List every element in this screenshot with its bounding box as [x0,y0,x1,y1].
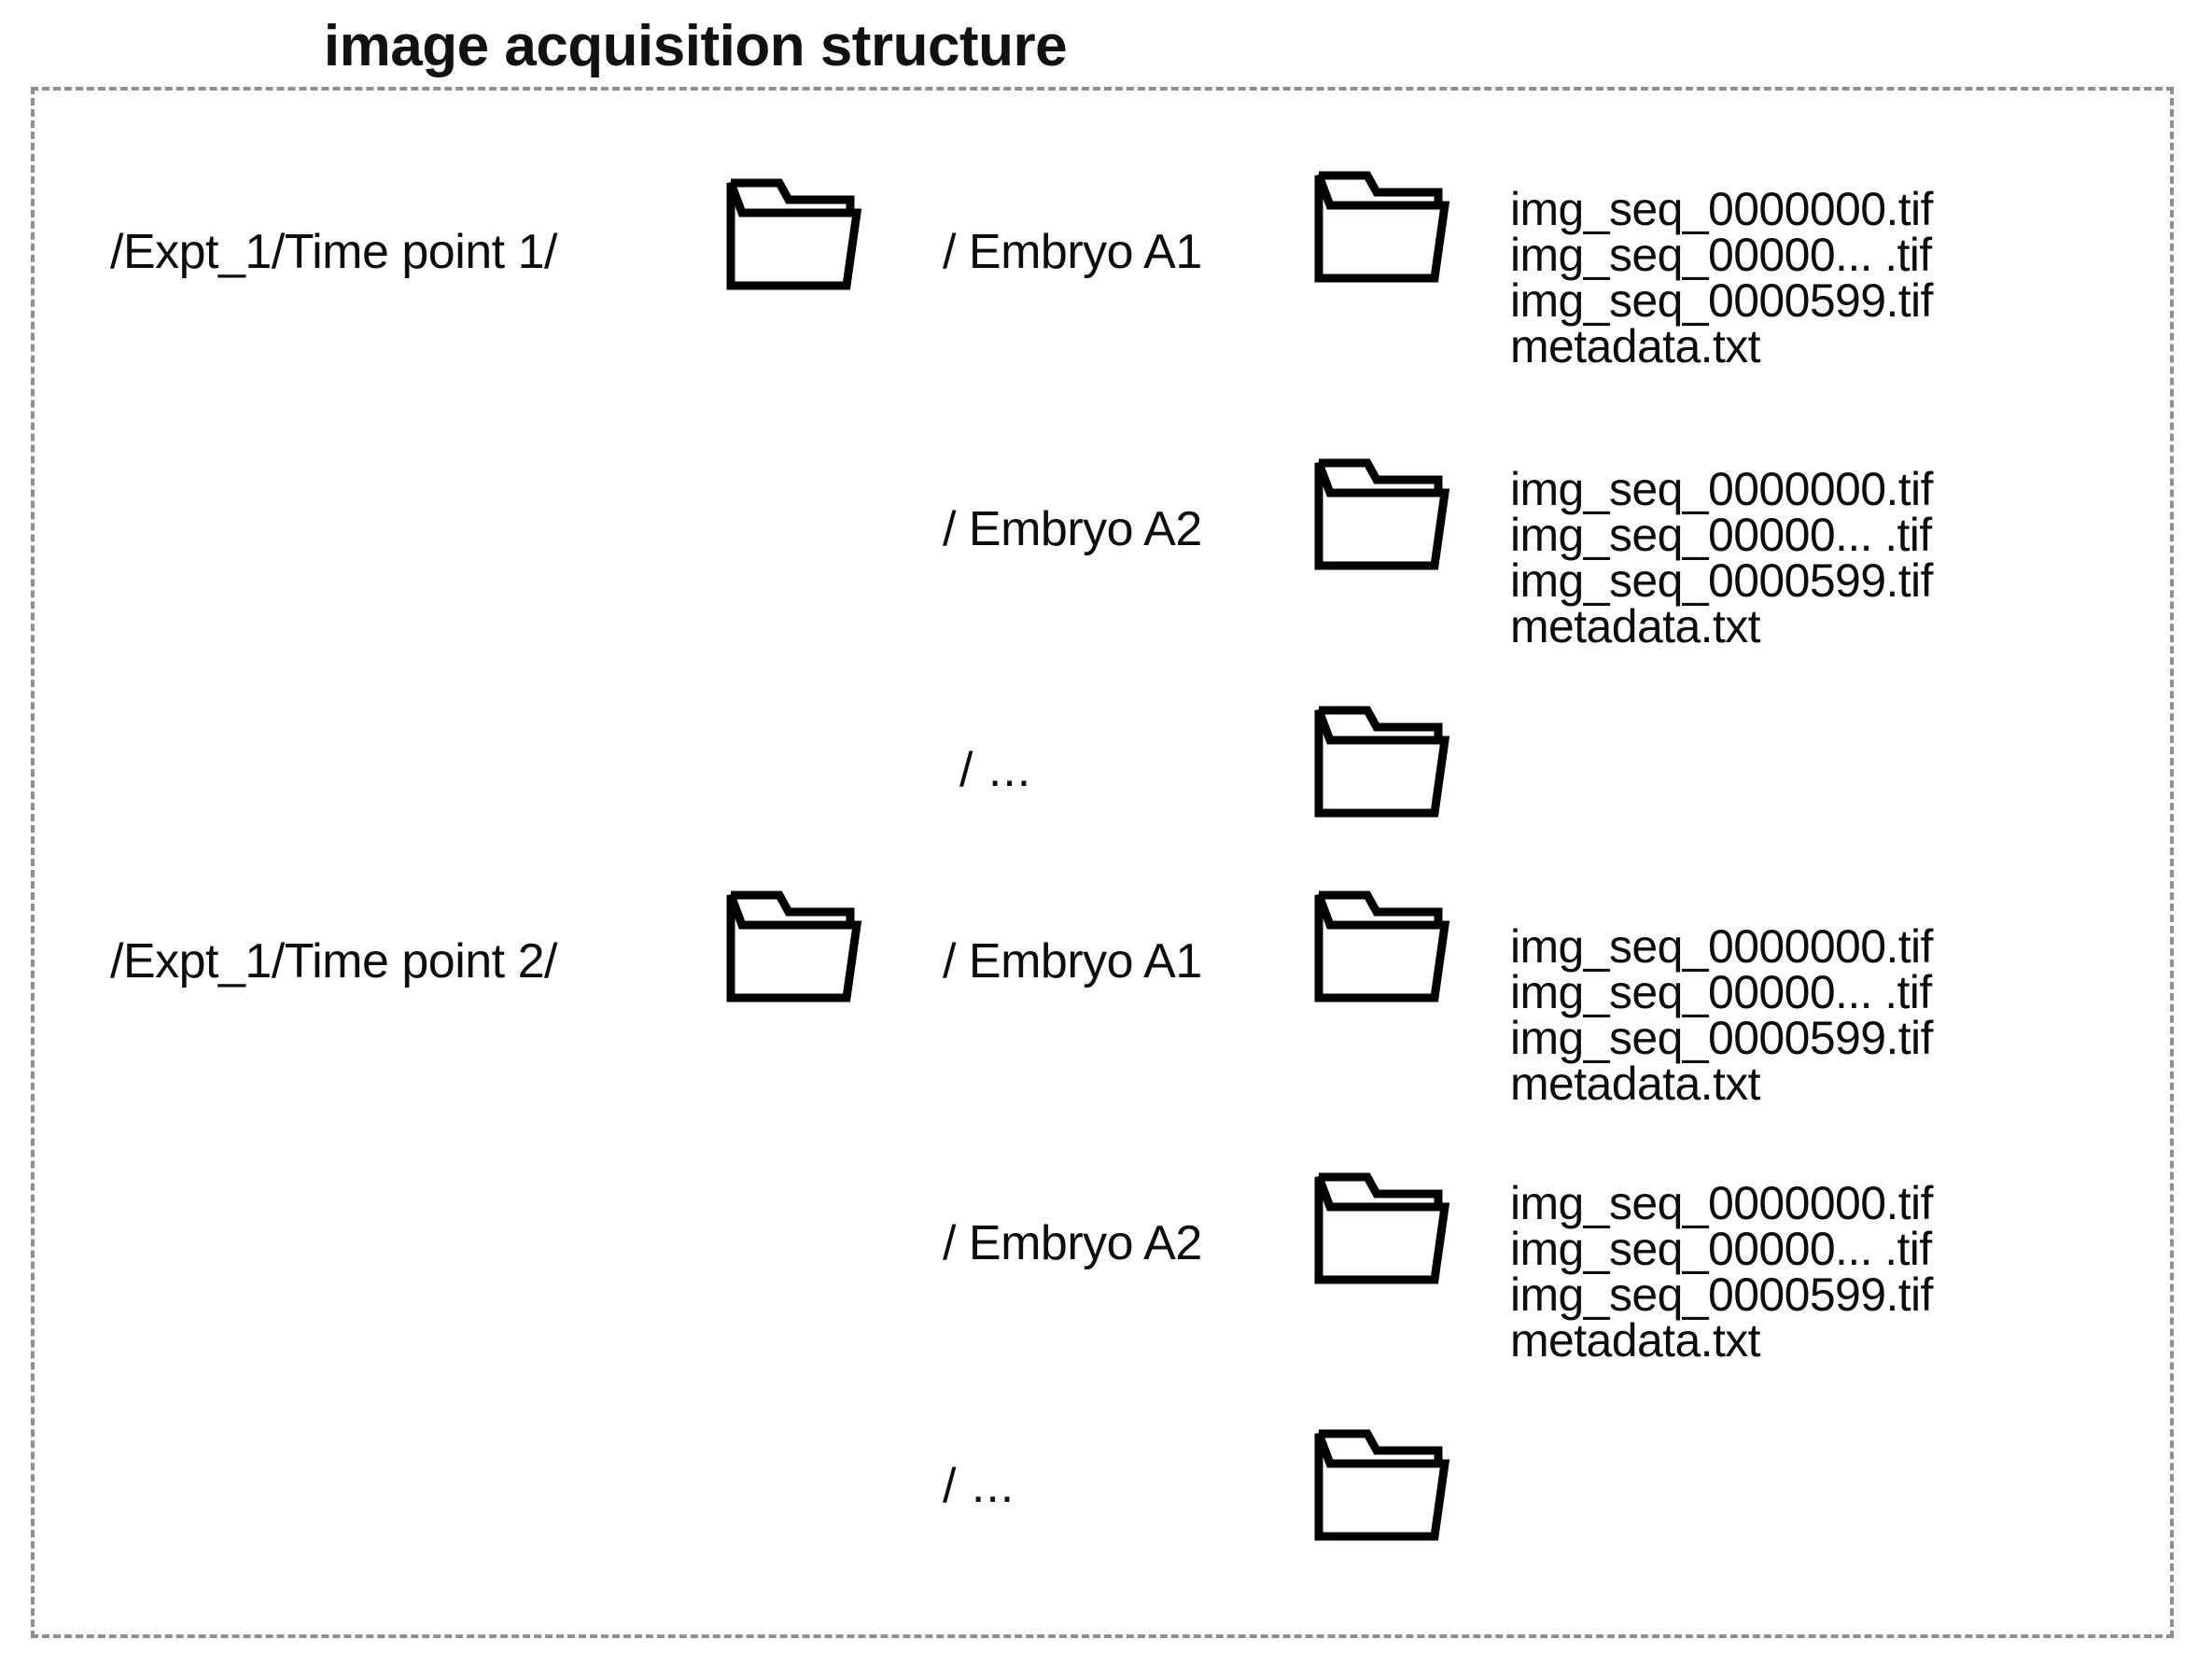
embryo-label-ellipsis: / ... [959,743,1032,797]
file-name: img_seq_0000000.tif [1510,463,1933,515]
folder-icon [1311,1428,1451,1548]
file-name: img_seq_0000000.tif [1510,920,1933,973]
file-list: img_seq_0000000.tif img_seq_00000... .ti… [1510,920,1933,1110]
file-name: img_seq_00000... .tif [1510,509,1932,561]
folder-icon [1311,1171,1451,1291]
file-name: metadata.txt [1510,1314,1761,1367]
file-name: img_seq_00000... .tif [1510,1223,1932,1275]
file-name: img_seq_00000... .tif [1510,966,1932,1018]
embryo-label: / Embryo A1 [943,225,1202,279]
file-name: img_seq_0000000.tif [1510,183,1933,235]
file-name: metadata.txt [1510,600,1761,652]
file-list: img_seq_0000000.tif img_seq_00000... .ti… [1510,463,1933,652]
timepoint-2-path-label: /Expt_1/Time point 2/ [110,934,557,988]
embryo-label: / Embryo A2 [943,1216,1202,1270]
file-name: img_seq_00000... .tif [1510,229,1932,281]
diagram-frame [31,87,2174,1638]
timepoint-1-path-label: /Expt_1/Time point 1/ [110,225,557,279]
file-name: img_seq_0000599.tif [1510,1012,1933,1064]
folder-icon [723,177,863,297]
file-name: img_seq_0000599.tif [1510,1269,1933,1321]
file-name: metadata.txt [1510,1058,1761,1110]
file-list: img_seq_0000000.tif img_seq_00000... .ti… [1510,183,1933,372]
page-title: image acquisition structure [323,14,1068,78]
embryo-label-ellipsis: / ... [943,1459,1015,1513]
embryo-label: / Embryo A2 [943,502,1202,556]
folder-icon [1311,170,1451,289]
file-name: metadata.txt [1510,320,1761,372]
file-name: img_seq_0000599.tif [1510,554,1933,607]
embryo-label: / Embryo A1 [943,934,1202,988]
folder-icon [1311,705,1451,824]
file-name: img_seq_0000000.tif [1510,1177,1933,1229]
folder-icon [1311,890,1451,1009]
folder-icon [1311,457,1451,577]
file-list: img_seq_0000000.tif img_seq_00000... .ti… [1510,1177,1933,1367]
file-name: img_seq_0000599.tif [1510,274,1933,327]
folder-icon [723,890,863,1009]
